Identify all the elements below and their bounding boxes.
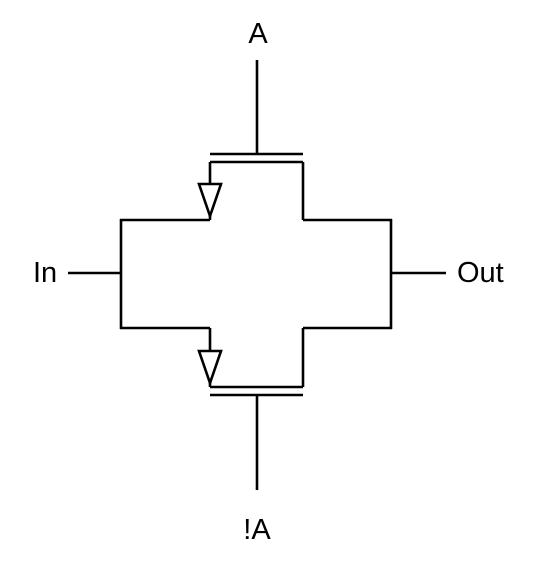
bottom-transistor-arrow (197, 349, 223, 387)
input-label: In (33, 257, 57, 289)
top-transistor-arrow (197, 182, 223, 220)
gate-label-top: A (248, 18, 268, 50)
output-label: Out (457, 257, 504, 289)
gate-label-bottom: !A (243, 514, 271, 546)
